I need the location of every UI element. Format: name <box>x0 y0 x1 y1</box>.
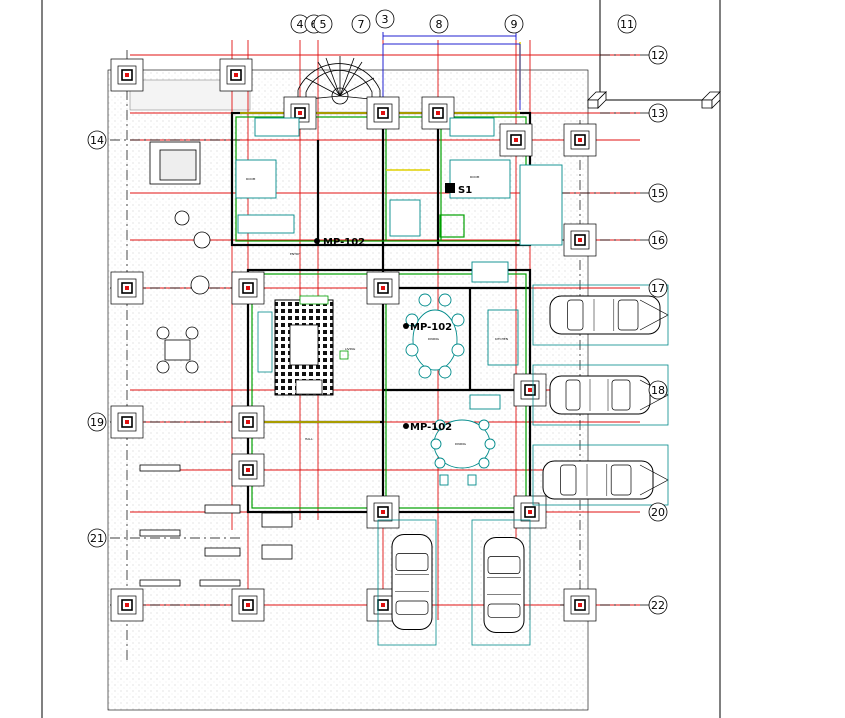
outdoor-furniture <box>139 141 293 587</box>
grid-bubble-label: 8 <box>436 18 443 31</box>
grid-bubble-label: 9 <box>511 18 518 31</box>
room-fixtures <box>235 117 563 283</box>
column <box>421 96 455 130</box>
car <box>542 460 654 500</box>
column <box>110 58 144 92</box>
grid-bubble-right: 22 <box>648 595 668 615</box>
column <box>366 96 400 130</box>
grid-bubble-right: 13 <box>648 103 668 123</box>
grid-bubble-label: 15 <box>651 187 665 200</box>
car <box>391 534 433 630</box>
stair-tag: S1 <box>445 183 472 196</box>
column <box>110 271 144 305</box>
car <box>549 375 651 415</box>
grid-bubble-label: 17 <box>651 282 665 295</box>
section-tag-label: MP-102 <box>410 322 452 333</box>
living-room-furniture <box>257 295 334 396</box>
grid-bubble-label: 14 <box>90 134 104 147</box>
column <box>110 405 144 439</box>
column <box>110 588 144 622</box>
sheet-frame <box>41 0 721 718</box>
column <box>366 495 400 529</box>
grid-bubble-top: 11 <box>617 14 637 34</box>
column <box>219 58 253 92</box>
grid-bubble-label: 16 <box>651 234 665 247</box>
section-tag-label: MP-102 <box>410 422 452 433</box>
svg-text:HALL: HALL <box>305 437 313 441</box>
grid-bubble-label: 12 <box>651 49 665 62</box>
section-tag <box>339 350 349 360</box>
grid-bubble-label: 4 <box>297 18 304 31</box>
isometric-markers <box>587 91 721 109</box>
grid-bubble-label: 22 <box>651 599 665 612</box>
grid-bubble-label: 20 <box>651 506 665 519</box>
column <box>231 405 265 439</box>
svg-text:ROOM: ROOM <box>246 177 256 181</box>
room-annotations: ROOM ROOM LIVING DINING DINING KITCHEN H… <box>246 175 508 446</box>
svg-text:ROOM: ROOM <box>470 175 480 179</box>
parking-bays <box>377 284 669 646</box>
car <box>549 295 661 335</box>
column <box>563 123 597 157</box>
grid-bubble-top: 9 <box>504 14 524 34</box>
grid-bubble-right: 12 <box>648 45 668 65</box>
grid-bubble-label: 21 <box>90 532 104 545</box>
grid-bubble-label: 3 <box>382 13 389 26</box>
svg-text:ENTRY: ENTRY <box>290 252 300 256</box>
grid-bubble-right: 15 <box>648 183 668 203</box>
parked-cars <box>391 295 669 633</box>
car <box>483 537 525 633</box>
grid-bubble-right: 18 <box>648 380 668 400</box>
svg-text:LIVING: LIVING <box>345 347 356 351</box>
svg-text:DINING: DINING <box>455 442 467 446</box>
column <box>231 271 265 305</box>
grid-bubble-left: 14 <box>87 130 107 150</box>
column <box>366 271 400 305</box>
grid-bubble-left: 21 <box>87 528 107 548</box>
grid-bubble-left: 19 <box>87 412 107 432</box>
grid-bubble-top: 7 <box>351 14 371 34</box>
grid-bubble-label: 19 <box>90 416 104 429</box>
stair-tag-label: S1 <box>458 185 472 196</box>
column <box>499 123 533 157</box>
grid-bubble-right: 17 <box>648 278 668 298</box>
grid-bubble-right: 20 <box>648 502 668 522</box>
section-tag: MP-102 <box>403 322 452 333</box>
column <box>563 588 597 622</box>
column <box>513 373 547 407</box>
grid-axis-lines <box>110 50 650 660</box>
grid-bubble-label: 18 <box>651 384 665 397</box>
grid-bubble-top: 8 <box>429 14 449 34</box>
section-tag: MP-102 <box>314 237 365 248</box>
grid-bubble-label: 5 <box>320 18 327 31</box>
grid-bubble-label: 7 <box>358 18 365 31</box>
grid-bubble-right: 16 <box>648 230 668 250</box>
grid-bubbles: 3465789111213151617182022141921 <box>87 9 668 615</box>
column <box>563 223 597 257</box>
section-tag-label: MP-102 <box>323 237 365 248</box>
svg-text:KITCHEN: KITCHEN <box>495 337 508 341</box>
grid-bubble-top: 3 <box>375 9 395 29</box>
column <box>231 453 265 487</box>
svg-text:DINING: DINING <box>428 337 440 341</box>
grid-bubble-top: 5 <box>313 14 333 34</box>
column <box>231 588 265 622</box>
dining-furniture <box>405 293 519 486</box>
section-tag: MP-102 <box>403 422 452 433</box>
grid-bubble-label: 13 <box>651 107 665 120</box>
grid-bubble-label: 11 <box>620 18 634 31</box>
